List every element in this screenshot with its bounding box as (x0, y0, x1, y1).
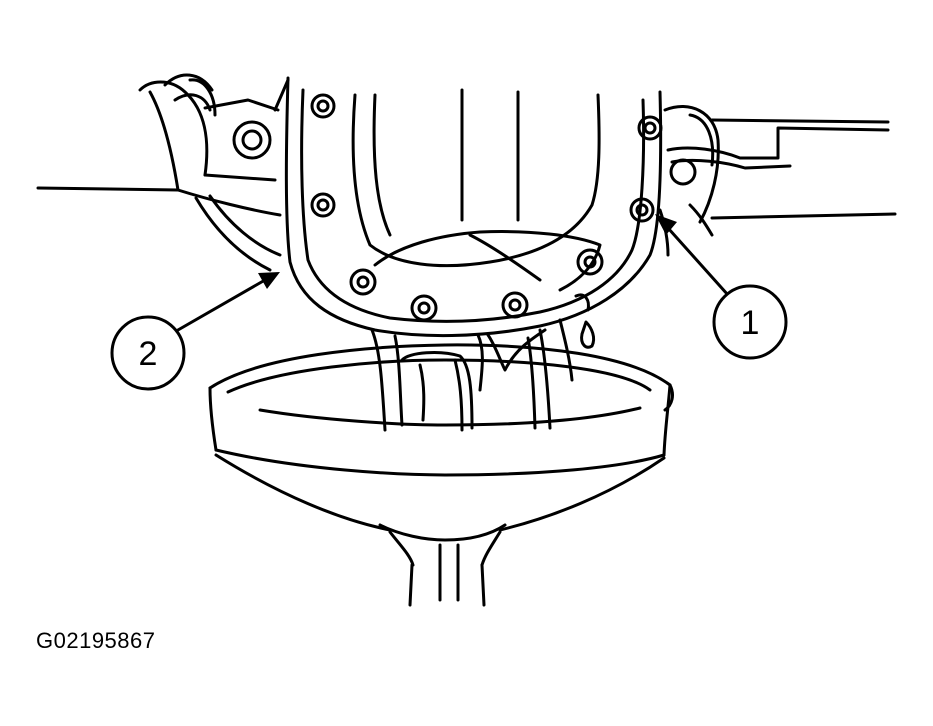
left-axle-tube (36, 73, 290, 272)
callout-2-label: 2 (139, 335, 158, 373)
draining-oil (370, 293, 596, 432)
callout-2: 2 (110, 315, 186, 391)
drain-pan (208, 343, 674, 607)
leader-arrows (176, 226, 730, 332)
callout-1: 1 (712, 284, 788, 360)
right-axle-tube (658, 105, 897, 257)
arrow-2-head (258, 272, 280, 289)
callout-1-label: 1 (741, 304, 760, 342)
differential-housing (284, 76, 663, 338)
arrow-1-line (666, 226, 730, 297)
arrow-1-head (655, 214, 677, 235)
figure-id: G02195867 (36, 628, 156, 653)
arrow-2-line (176, 278, 267, 332)
